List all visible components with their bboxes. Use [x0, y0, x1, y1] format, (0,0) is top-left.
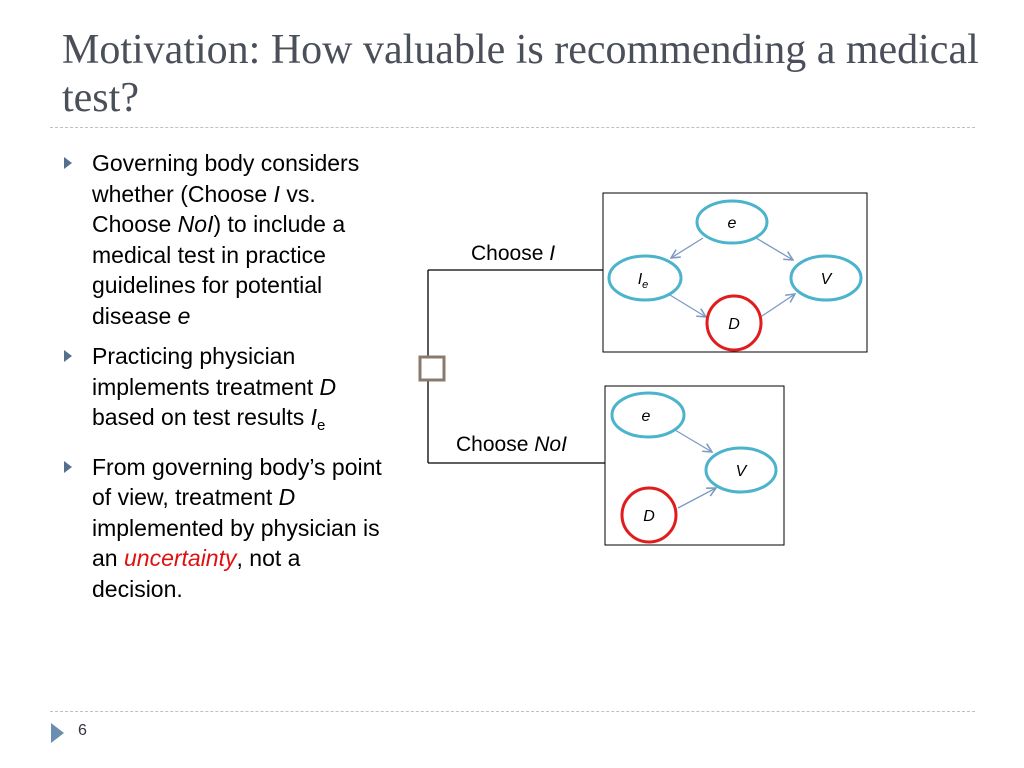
node-label-v: V	[821, 271, 833, 288]
chance-node-ie	[607, 254, 683, 302]
node-label-v: V	[736, 463, 748, 480]
node-label-ie: Ie	[638, 271, 649, 291]
bullet-item: From governing body’s point of view, tre…	[62, 452, 392, 605]
bullet-emphasis: I	[273, 180, 280, 207]
label-choose-i: Choose I	[471, 242, 555, 265]
node-label-e: e	[728, 215, 737, 232]
title-divider	[50, 127, 975, 128]
triangle-bullet-icon	[64, 157, 72, 169]
arrow-e-to-v	[674, 429, 712, 452]
bullet-text: Practicing physician implements treatmen…	[92, 343, 337, 434]
triangle-bullet-icon	[64, 460, 72, 473]
bullet-run: Practicing physician implements treatmen…	[92, 343, 320, 400]
network-choose-i: e Ie V D	[602, 192, 868, 353]
decision-node-square	[418, 355, 446, 382]
chance-node-e	[695, 199, 769, 245]
bullet-text: From governing body’s point of view, tre…	[92, 454, 382, 602]
chance-node-v	[704, 446, 778, 494]
node-label-d: D	[728, 316, 740, 333]
bullet-text: Governing body considers whether (Choose…	[92, 150, 359, 329]
bullet-run: From governing body’s point of view, tre…	[92, 453, 382, 511]
arrow-d-to-v	[677, 488, 716, 509]
bullet-run: implemented by physician is an	[92, 514, 380, 572]
arrow-ie-to-d	[669, 294, 706, 317]
bullet-run: vs. Choose	[92, 180, 316, 238]
chance-node-v	[789, 254, 863, 302]
bullet-emphasis: e	[177, 302, 191, 329]
arrow-e-to-v	[755, 237, 793, 260]
page-number: 6	[78, 722, 87, 739]
bullet-run: , not a decision.	[92, 545, 301, 602]
bullet-emphasis: D	[319, 373, 337, 400]
footer-divider	[50, 711, 975, 712]
chance-node-e	[610, 391, 686, 439]
bullet-list: Governing body considers whether (Choose…	[62, 148, 392, 614]
uncertainty-emphasis: uncertainty	[123, 545, 237, 571]
network-choose-noi: e V D	[604, 385, 785, 546]
node-label-d: D	[643, 508, 655, 525]
bullet-emphasis: NoI	[177, 211, 214, 237]
footer-triangle-icon	[51, 723, 64, 743]
bullet-run: Governing body considers whether (Choose	[92, 150, 360, 207]
slide-title: Motivation: How valuable is recommending…	[62, 27, 979, 121]
arrow-e-to-ie	[671, 237, 704, 258]
bullet-emphasis: I	[310, 404, 318, 430]
treatment-node-d	[705, 294, 763, 352]
bullet-emphasis: e	[317, 417, 326, 434]
bullet-item: Practicing physician implements treatmen…	[62, 341, 392, 442]
treatment-node-d	[620, 486, 678, 544]
bullet-run: based on test results	[92, 404, 311, 430]
bullet-emphasis: D	[278, 484, 296, 510]
triangle-bullet-icon	[64, 350, 72, 362]
bullet-run: ) to include a medical test in practice …	[92, 211, 346, 329]
arrow-d-to-v	[761, 294, 795, 317]
bullet-item: Governing body considers whether (Choose…	[62, 148, 392, 331]
node-label-e: e	[642, 408, 651, 425]
label-choose-noi: Choose NoI	[456, 433, 567, 456]
